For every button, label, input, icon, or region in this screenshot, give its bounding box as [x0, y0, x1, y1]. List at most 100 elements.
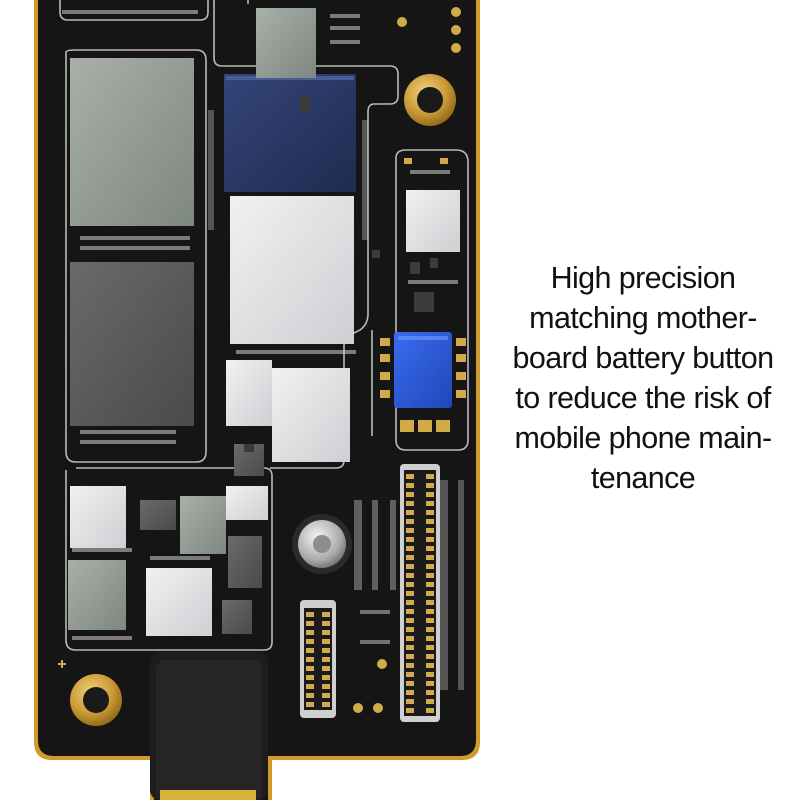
connector-pin — [426, 636, 434, 641]
connector-pin — [426, 519, 434, 524]
connector-pin — [426, 582, 434, 587]
connector-pin — [306, 693, 314, 698]
connector-pin — [426, 555, 434, 560]
connector-pin — [406, 708, 414, 713]
region-outlines — [59, 0, 469, 651]
connector-pin — [426, 645, 434, 650]
caption-line: High precision — [550, 261, 736, 295]
connector-pin — [322, 621, 330, 626]
connector-pin — [322, 702, 330, 707]
connector-pin — [406, 510, 414, 515]
connector-pin — [426, 528, 434, 533]
connector-pin — [322, 657, 330, 662]
connector-pin — [306, 702, 314, 707]
connector-pin — [406, 690, 414, 695]
chip-memory-top — [70, 58, 194, 226]
connector-pin — [406, 654, 414, 659]
connector-pin — [426, 537, 434, 542]
smd-components — [244, 96, 438, 452]
connector-pin — [322, 612, 330, 617]
flex-cable-tail — [150, 652, 268, 800]
connector-pin — [406, 564, 414, 569]
connector-pin — [306, 639, 314, 644]
connector-pin — [426, 708, 434, 713]
connector-pin — [426, 492, 434, 497]
chip-white-pair — [226, 360, 350, 462]
connector-pin — [306, 684, 314, 689]
fiducial-mark — [58, 660, 66, 668]
connector-pin — [426, 627, 434, 632]
connector-pin — [306, 666, 314, 671]
connector-pin — [426, 672, 434, 677]
battery-button-pads — [380, 158, 466, 432]
connector-pin — [306, 630, 314, 635]
connector-pin — [406, 609, 414, 614]
connector-pin — [406, 645, 414, 650]
connector-pin — [406, 483, 414, 488]
connector-pin — [426, 618, 434, 623]
connector-pin — [322, 666, 330, 671]
connector-pin — [406, 555, 414, 560]
connector-pin — [426, 546, 434, 551]
caption-text: High precision matching mother- board ba… — [490, 258, 796, 498]
chip-white-large — [230, 196, 354, 344]
connector-pin — [426, 474, 434, 479]
pad-rows — [62, 10, 464, 690]
connector-pin — [306, 612, 314, 617]
screw-standoff — [292, 514, 352, 574]
caption-line: tenance — [590, 461, 696, 495]
connector-pin — [426, 483, 434, 488]
connector-pin — [426, 600, 434, 605]
connector-pin — [406, 474, 414, 479]
caption-line: board battery button — [512, 341, 775, 375]
caption-line: mobile phone main- — [514, 421, 772, 455]
mounting-hole-top-right — [404, 74, 456, 126]
connector-pin — [322, 675, 330, 680]
connector-pin — [322, 648, 330, 653]
connector-pin — [406, 600, 414, 605]
connector-pin — [306, 648, 314, 653]
connector-pin — [406, 618, 414, 623]
connector-pin — [322, 693, 330, 698]
chip-lower-left — [68, 444, 268, 636]
connector-pin — [426, 663, 434, 668]
connector-pin — [406, 546, 414, 551]
connector-pin — [426, 681, 434, 686]
connector-short — [300, 600, 336, 718]
connector-pin — [426, 690, 434, 695]
connector-pin — [406, 501, 414, 506]
chip-storage-dark — [70, 262, 194, 426]
connector-pin — [406, 582, 414, 587]
connector-pin — [406, 519, 414, 524]
connector-pin — [406, 591, 414, 596]
connector-pin — [426, 573, 434, 578]
gold-dots — [353, 7, 461, 713]
battery-button-chip — [394, 332, 452, 408]
connector-pin — [322, 684, 330, 689]
mounting-hole-bottom-left — [70, 674, 122, 726]
connector-pin — [322, 639, 330, 644]
connector-pin — [406, 627, 414, 632]
connector-pin — [406, 636, 414, 641]
connector-pin — [426, 510, 434, 515]
chip-top-small-grey — [256, 8, 316, 78]
connector-pin — [426, 654, 434, 659]
connector-pin — [306, 621, 314, 626]
connector-pin — [426, 591, 434, 596]
connector-pin — [306, 675, 314, 680]
connector-pin — [406, 699, 414, 704]
chip-white-right-top — [406, 190, 460, 252]
caption-line: matching mother- — [529, 301, 757, 335]
connector-pin — [426, 564, 434, 569]
connector-pin — [406, 663, 414, 668]
connector-pin — [426, 501, 434, 506]
connector-pin — [426, 609, 434, 614]
connector-pin — [406, 681, 414, 686]
connector-long — [400, 464, 440, 722]
connector-pin — [406, 528, 414, 533]
connector-pin — [306, 657, 314, 662]
connector-pin — [426, 699, 434, 704]
connector-pin — [406, 537, 414, 542]
connector-pin — [406, 672, 414, 677]
